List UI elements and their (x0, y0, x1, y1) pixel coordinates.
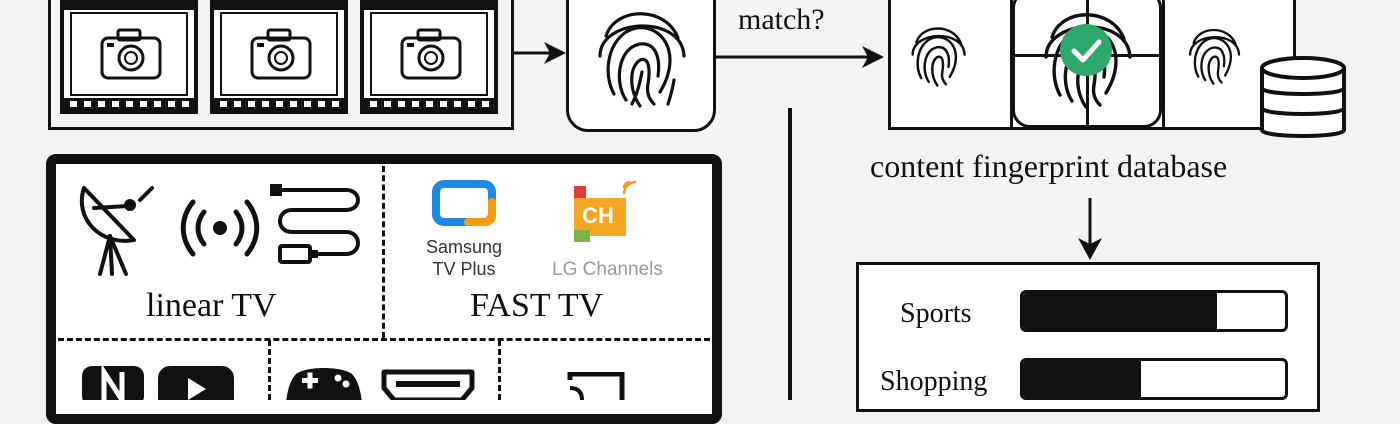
cast-icon (567, 372, 625, 400)
broadcast-icon (180, 199, 260, 257)
checkmark-icon (1060, 24, 1112, 76)
lg-logo-tile-orange (574, 198, 626, 236)
category-shopping-bar (1020, 358, 1288, 400)
fingerprint-box (566, 0, 716, 132)
lg-logo-tile-red (574, 186, 586, 200)
camera-icon (400, 28, 462, 80)
fingerprint-icon (598, 12, 686, 108)
match-label: match? (738, 3, 825, 36)
lg-ch-badge: CH (582, 203, 614, 228)
capture-panel (48, 0, 514, 130)
lg-channels-label: LG Channels (552, 259, 663, 280)
database-icon (1260, 56, 1346, 138)
samsung-label-line1: Samsung (425, 237, 503, 257)
arrow-to-categories (1078, 198, 1102, 260)
category-sports-fill (1023, 293, 1217, 329)
fingerprint-icon (911, 27, 966, 87)
category-shopping-fill (1023, 361, 1141, 397)
category-sports-bar (1020, 290, 1288, 332)
frame-photo (220, 12, 338, 96)
tv-divider-horizontal (58, 338, 710, 341)
gamepad-icon (286, 368, 362, 400)
netflix-icon (82, 366, 144, 400)
satellite-dish-icon (79, 186, 154, 276)
tv-divider-bottom-2 (498, 340, 501, 400)
arrow-to-database (716, 46, 884, 68)
lg-logo-tile-green (574, 230, 590, 242)
fingerprint-icon (1188, 28, 1241, 85)
hdmi-icon (381, 369, 475, 400)
wifi-icon (622, 180, 637, 195)
category-sports-label: Sports (900, 298, 972, 329)
cable-icon (270, 184, 360, 264)
category-shopping-label: Shopping (880, 366, 988, 397)
linear-tv-label: linear TV (146, 287, 277, 324)
tv-divider-vertical (382, 166, 385, 338)
lg-channels-logo: CH (574, 180, 637, 242)
film-frame-1 (60, 0, 198, 114)
samsung-tv-plus-logo (432, 180, 496, 226)
samsung-label-line2: TV Plus (432, 259, 496, 279)
tv-divider-bottom-1 (268, 340, 271, 400)
fast-tv-label: FAST TV (470, 287, 604, 324)
db-divider-1 (1010, 0, 1013, 130)
youtube-icon (158, 366, 234, 400)
database-label: content fingerprint database (870, 148, 1228, 184)
film-frame-2 (210, 0, 348, 114)
frame-photo (370, 12, 488, 96)
vertical-divider (788, 108, 792, 400)
frame-photo (70, 12, 188, 96)
camera-icon (250, 28, 312, 80)
db-divider-2 (1162, 0, 1165, 130)
camera-icon (100, 28, 162, 80)
film-frame-3 (360, 0, 498, 114)
arrow-to-fingerprint (514, 42, 566, 64)
